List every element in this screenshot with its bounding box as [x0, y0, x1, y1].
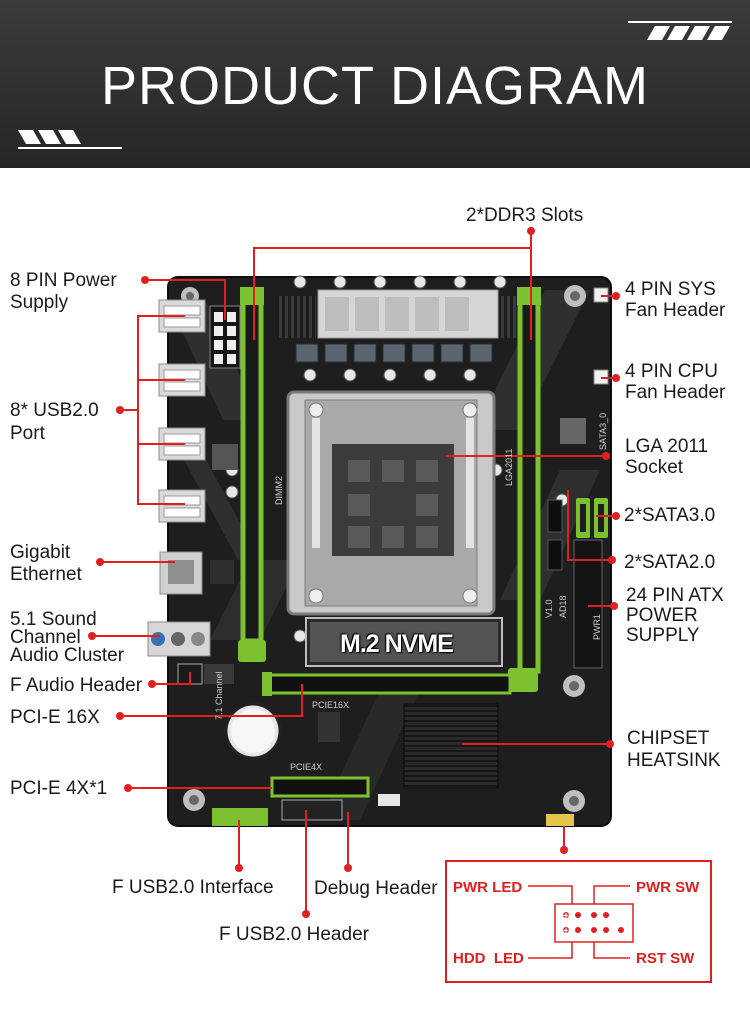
ddr3-slot-2 — [508, 287, 541, 692]
label-rst-sw: RST SW — [636, 950, 695, 967]
silk-pcie4x: PCIE4X — [290, 762, 322, 772]
label-ddr3: 2*DDR3 Slots — [466, 205, 584, 226]
header-stripes — [18, 21, 732, 149]
label-f-usb-interface: F USB2.0 Interface — [112, 877, 274, 898]
label-ethernet-line2: Ethernet — [10, 564, 82, 585]
label-8pin-power-line1: 8 PIN Power — [10, 270, 117, 291]
label-sata3: 2*SATA3.0 — [624, 505, 716, 526]
silk-lga2011: LGA2011 — [504, 449, 514, 486]
m2-nvme-label: M.2 NVME — [340, 630, 454, 658]
label-lga-line2: Socket — [625, 457, 684, 478]
label-usb-line1: 8* USB2.0 — [10, 400, 99, 421]
callout-dots — [88, 227, 620, 918]
f-usb-header-pins — [281, 799, 343, 821]
label-audio-line3: Audio Cluster — [10, 645, 125, 666]
label-chipset-line2: HEATSINK — [627, 750, 721, 771]
front-panel-pins — [563, 912, 624, 933]
silk-sata: SATA3_0 — [598, 413, 608, 450]
label-8pin-power-line2: Supply — [10, 292, 69, 313]
debug-header-pins — [378, 794, 400, 806]
chipset-heatsink — [403, 703, 499, 789]
header-banner: PRODUCT DIAGRAM — [0, 0, 750, 168]
label-sata2: 2*SATA2.0 — [624, 552, 716, 573]
label-ethernet-line1: Gigabit — [10, 542, 71, 563]
silk-pcie16x: PCIE16X — [312, 700, 349, 710]
front-panel-box — [445, 860, 712, 983]
ddr3-slot-1 — [238, 287, 266, 662]
label-pwr-sw: PWR SW — [636, 879, 700, 896]
vrm-heatsink-left — [276, 296, 316, 338]
label-hdd-led: HDD LED — [453, 950, 524, 967]
label-debug-header: Debug Header — [314, 878, 438, 899]
label-usb-line2: Port — [10, 423, 45, 444]
label-pcie4: PCI-E 4X*1 — [10, 778, 108, 799]
24pin-atx-connector — [573, 539, 603, 669]
silk-pwr1: PWR1 — [592, 614, 602, 640]
label-pcie16: PCI-E 16X — [10, 707, 100, 728]
label-cpu-fan-line1: 4 PIN CPU — [625, 361, 718, 382]
f-usb-interface-connector — [212, 808, 268, 826]
label-f-audio: F Audio Header — [10, 675, 143, 696]
m2-slot — [305, 617, 503, 667]
label-f-usb-header: F USB2.0 Header — [219, 924, 369, 945]
silk-v10: V1.0 — [544, 599, 554, 618]
silk-dimm2: DIMM2 — [274, 476, 284, 505]
silk-ad18: AD18 — [558, 595, 568, 618]
silk-channel: 7.1 Channel — [214, 671, 224, 720]
label-chipset-line1: CHIPSET — [627, 728, 710, 749]
pcie-4x-slot — [270, 776, 370, 798]
label-cpu-fan-line2: Fan Header — [625, 382, 726, 403]
sata2-ports — [547, 499, 563, 571]
label-atx-line2: POWER — [626, 605, 698, 626]
svg-text:+: + — [563, 926, 569, 937]
label-audio-line2: Channel — [10, 627, 81, 648]
svg-text:+: + — [563, 911, 569, 922]
label-lga-line1: LGA 2011 — [625, 436, 709, 457]
label-sys-fan-line1: 4 PIN SYS — [625, 279, 716, 300]
label-audio-line1: 5.1 Sound — [10, 609, 97, 630]
label-atx-line3: SUPPLY — [626, 625, 700, 646]
label-sys-fan-line2: Fan Header — [625, 300, 726, 321]
label-pwr-led: PWR LED — [453, 879, 523, 896]
front-panel-header-pins — [546, 814, 574, 826]
page-title: PRODUCT DIAGRAM — [100, 56, 650, 116]
label-atx-line1: 24 PIN ATX — [626, 585, 724, 606]
